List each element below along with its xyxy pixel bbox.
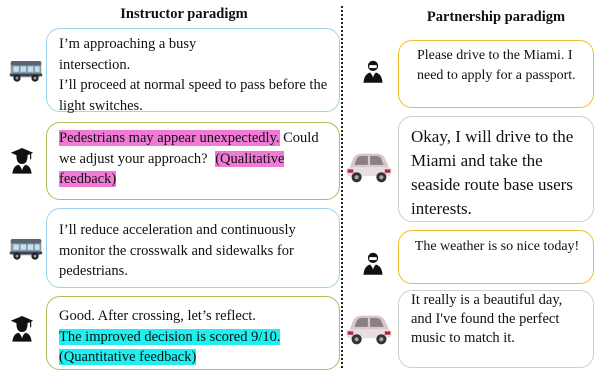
instructor-message-1: Pedestrians may appear unexpectedly. Cou… [46,122,340,200]
van-icon [8,56,44,84]
assistant-message-1-text: Okay, I will drive to the Miami and take… [411,127,574,218]
agent-message-1-line1: I’m approaching a busy intersection. [59,36,197,73]
qualitative-highlight: Pedestrians may appear unexpectedly. [59,130,280,146]
partnership-heading: Partnership paradigm [426,9,566,25]
user-message-2: The weather is so nice today! [398,230,594,284]
assistant-message-2-text: It really is a beautiful day, and I've f… [411,292,563,346]
user-message-1-text: Please drive to the Miami. I need to app… [417,48,576,83]
van-icon [8,234,44,262]
instructor-message-1-text: Could we adjust your approach? [59,130,319,167]
car-icon [344,148,394,184]
instructor-heading: Instructor paradigm [120,6,248,22]
person-icon [362,58,384,84]
quantitative-highlight: The improved decision is scored 9/10. [59,328,281,345]
agent-message-2-text: I’ll reduce acceleration and continuousl… [59,222,296,279]
person-icon [362,250,384,276]
quantitative-feedback-tag: (Quantitative feedback) [59,349,197,365]
divider [341,6,343,368]
instructor-message-2-text: Good. After crossing, let’s reflect. [59,308,256,324]
instructor-message-2: Good. After crossing, let’s reflect. The… [46,296,340,370]
user-message-2-text: The weather is so nice today! [414,239,580,254]
car-icon [344,310,394,346]
graduate-icon [10,146,34,174]
assistant-message-2: It really is a beautiful day, and I've f… [398,290,594,368]
assistant-message-1: Okay, I will drive to the Miami and take… [398,116,594,222]
graduate-icon [10,314,34,342]
agent-message-1-line2: I’ll proceed at normal speed to pass bef… [59,77,328,114]
agent-message-2: I’ll reduce acceleration and continuousl… [46,208,340,288]
user-message-1: Please drive to the Miami. I need to app… [398,40,594,108]
agent-message-1: I’m approaching a busy intersection. I’l… [46,28,340,114]
